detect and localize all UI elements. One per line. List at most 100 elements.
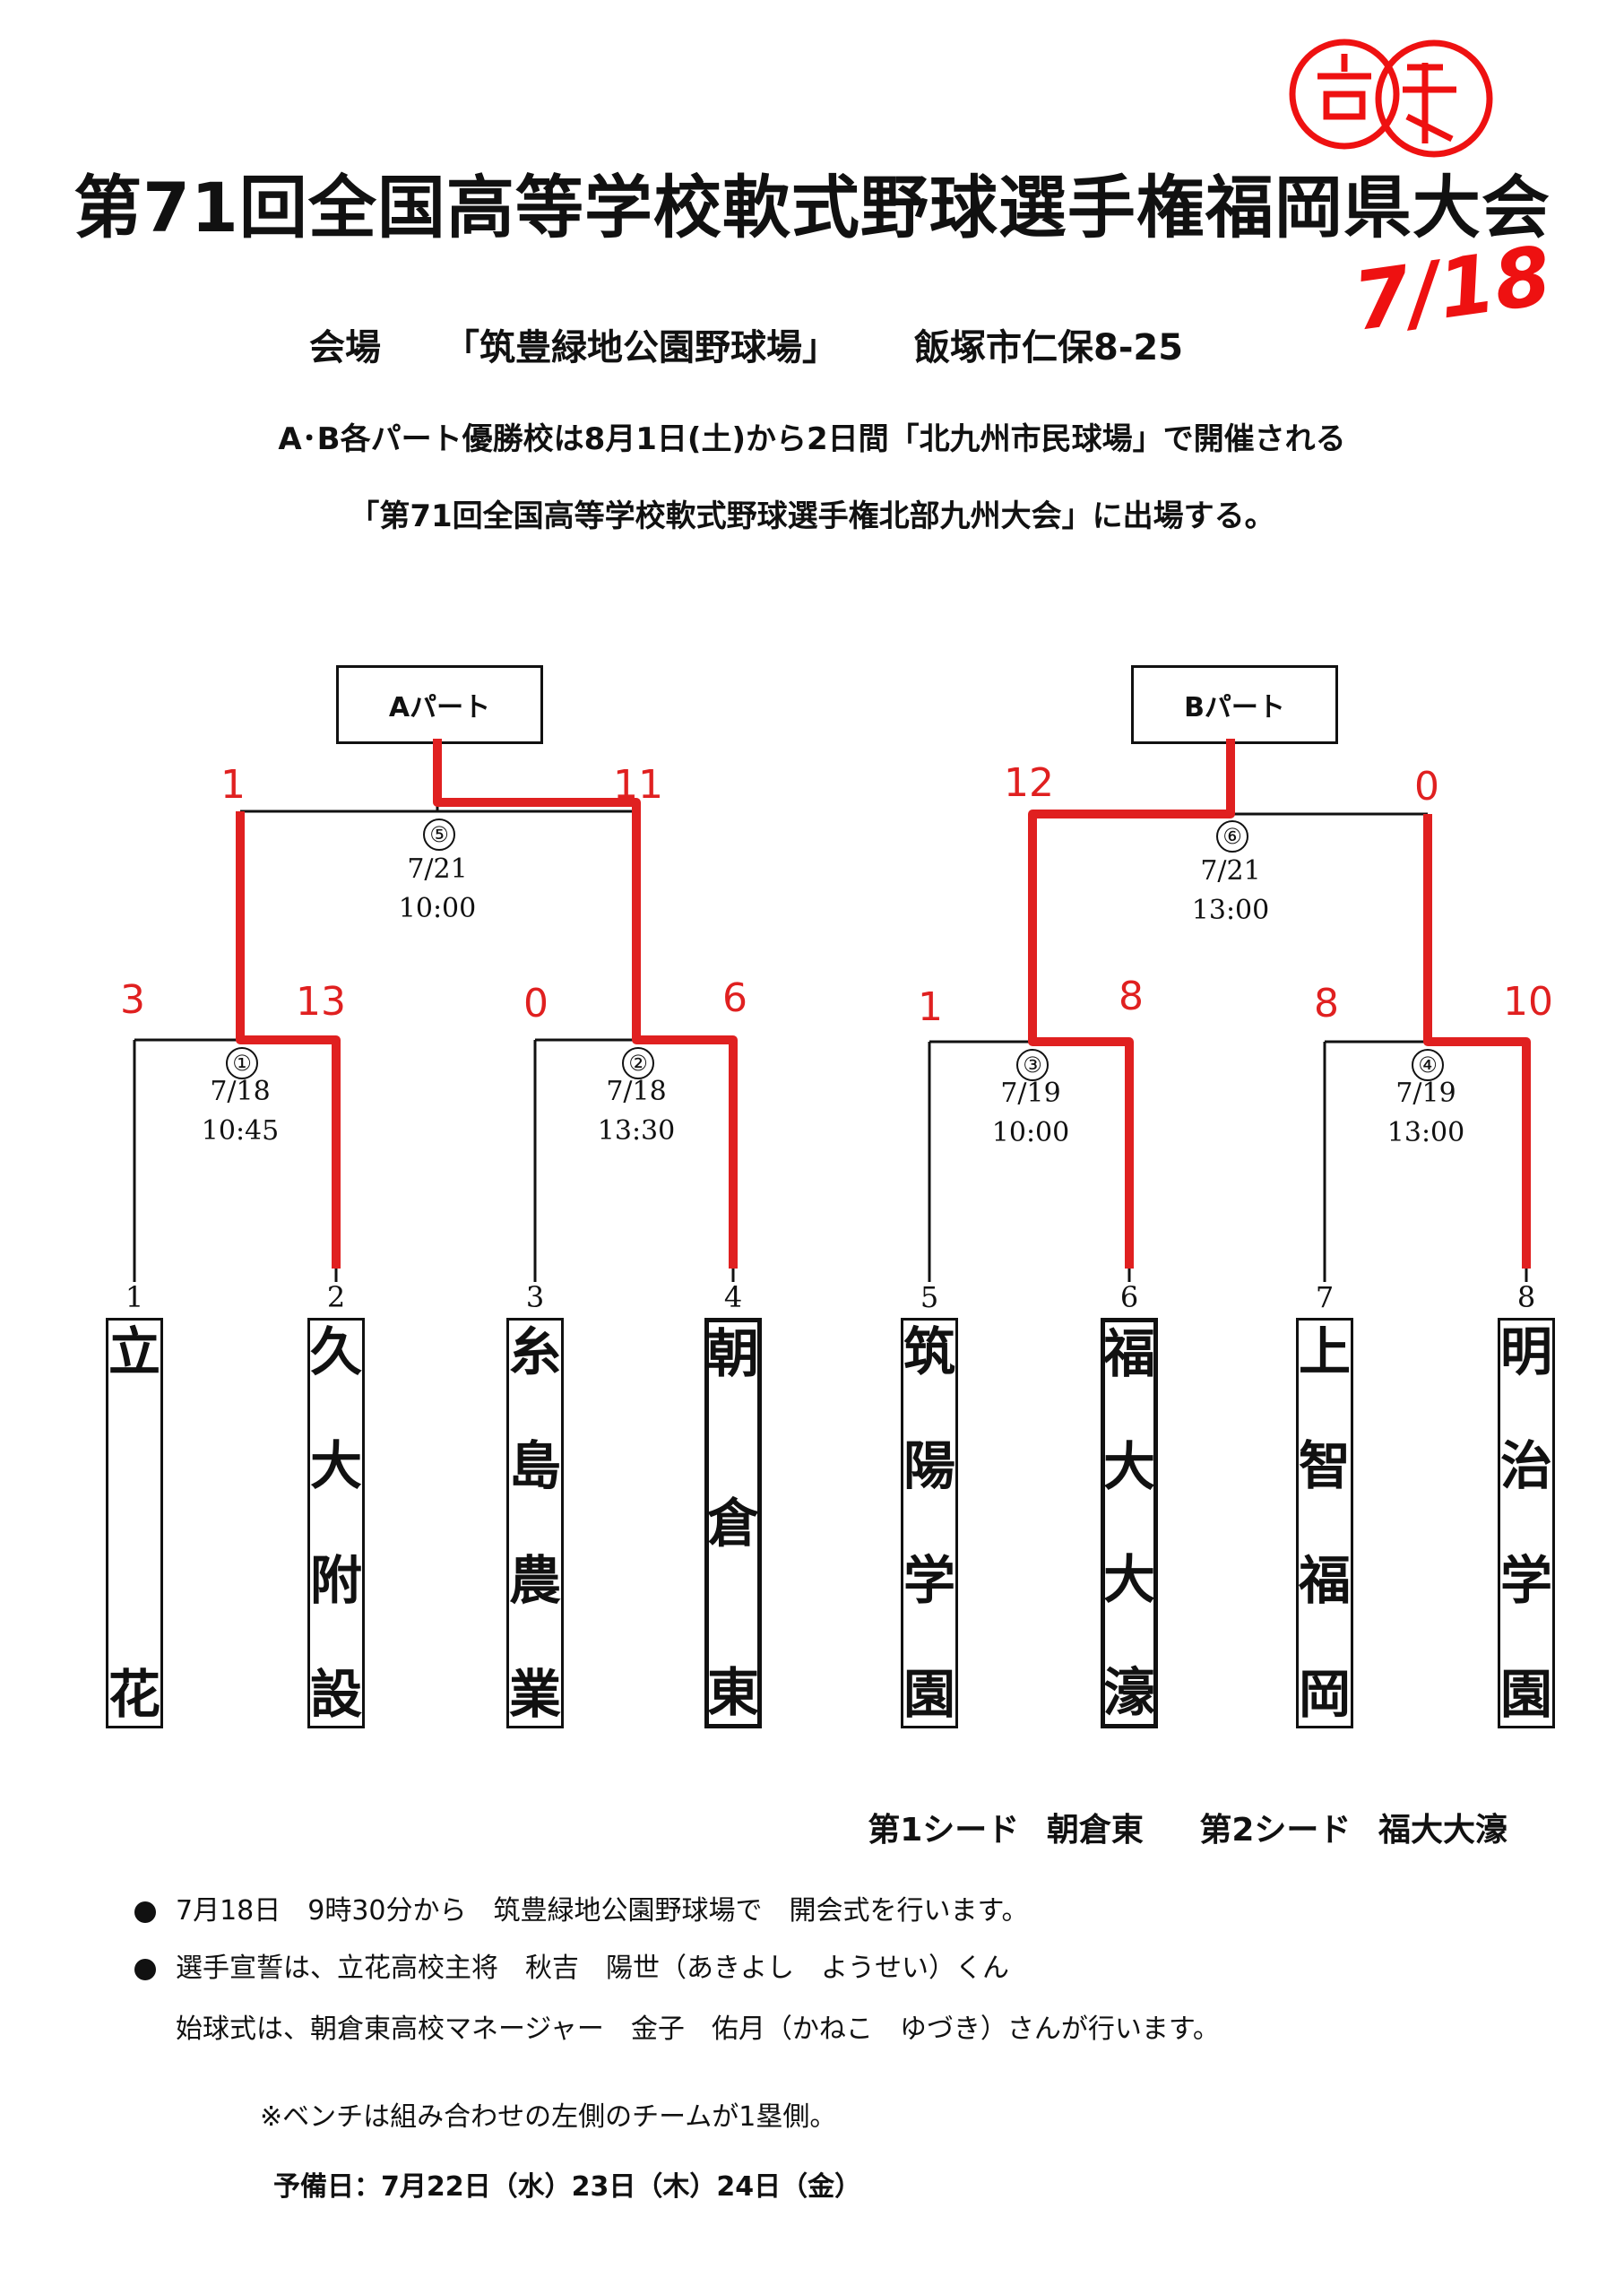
team-8-name: 明治学園 xyxy=(1498,1318,1555,1728)
team-8-char-3: 学 xyxy=(1500,1549,1553,1611)
team-4-name: 朝倉東 xyxy=(704,1318,762,1728)
score-m3-left: 1 xyxy=(918,984,943,1030)
team-4-char-1: 朝 xyxy=(707,1323,760,1384)
team-8-number: 8 xyxy=(1516,1280,1536,1314)
part-a-label: Aパート xyxy=(388,692,491,723)
venue-label: 会場 xyxy=(309,327,381,368)
note-oath-text: 選手宣誓は、立花高校主将 秋吉 陽世（あきよし ようせい）くん xyxy=(176,1953,1009,1984)
match-1-date: 7/18 xyxy=(210,1076,271,1107)
team-6-number: 6 xyxy=(1119,1280,1139,1314)
team-2-char-1: 久 xyxy=(310,1321,363,1382)
match-6-date: 7/21 xyxy=(1200,855,1261,887)
match-5-number: ⑤ xyxy=(423,818,455,851)
team-5-number: 5 xyxy=(920,1280,939,1314)
team-6-char-1: 福 xyxy=(1103,1323,1156,1384)
match-3-date: 7/19 xyxy=(1000,1078,1061,1109)
score-m1-left: 3 xyxy=(120,977,145,1023)
match-2-time: 13:30 xyxy=(597,1115,676,1147)
venue-name: 「筑豊緑地公園野球場」 xyxy=(444,327,838,368)
note-reserve: 予備日：7月22日（水）23日（木）24日（金） xyxy=(273,2171,862,2203)
score-m6-right: 0 xyxy=(1414,764,1439,810)
team-1-number: 1 xyxy=(125,1280,144,1314)
team-1-char-1: 立 xyxy=(108,1321,161,1382)
second-seed-label: 第2シード xyxy=(1199,1812,1352,1849)
match-6-number: ⑥ xyxy=(1216,820,1248,853)
team-6-char-4: 濠 xyxy=(1103,1662,1156,1723)
stamp-mark xyxy=(1289,39,1493,158)
team-8-char-2: 治 xyxy=(1500,1435,1553,1497)
team-7-char-4: 岡 xyxy=(1299,1663,1352,1725)
team-5-char-2: 陽 xyxy=(903,1435,956,1497)
match-1-number: ① xyxy=(226,1047,258,1079)
score-m5-right: 11 xyxy=(613,762,663,808)
team-3-number: 3 xyxy=(525,1280,545,1314)
team-2-char-2: 大 xyxy=(310,1435,363,1497)
team-5-char-4: 園 xyxy=(903,1663,956,1725)
team-7-char-3: 福 xyxy=(1299,1549,1352,1611)
team-1-char-2: 花 xyxy=(108,1664,161,1725)
team-8-char-1: 明 xyxy=(1500,1321,1553,1382)
team-5-char-3: 学 xyxy=(903,1549,956,1611)
team-2-name: 久大附設 xyxy=(307,1318,365,1728)
match-3-number: ③ xyxy=(1016,1049,1049,1081)
match-4-date: 7/19 xyxy=(1395,1078,1456,1109)
winner-path-a xyxy=(236,739,738,1269)
team-3-name: 糸島農業 xyxy=(506,1318,564,1728)
notice-line-2: 「第71回全国高等学校軟式野球選手権北部九州大会」に出場する。 xyxy=(349,498,1275,534)
venue-address: 飯塚市仁保8-25 xyxy=(914,327,1184,368)
score-m5-left: 1 xyxy=(220,762,246,808)
score-m4-right: 10 xyxy=(1503,979,1553,1025)
score-m2-right: 6 xyxy=(722,975,747,1021)
team-1-name: 立花 xyxy=(106,1318,163,1728)
page-title: 第71回全国高等学校軟式野球選手権福岡県大会 xyxy=(73,168,1551,247)
note-first-pitch: 始球式は、朝倉東高校マネージャー 金子 佑月（かねこ ゆづき）さんが行います。 xyxy=(176,2014,1220,2045)
match-4-time: 13:00 xyxy=(1386,1117,1465,1148)
note-bench: ※ベンチは組み合わせの左側のチームが1塁側。 xyxy=(260,2101,837,2133)
part-b-box: Bパート xyxy=(1131,665,1338,744)
match-5-time: 10:00 xyxy=(398,893,477,924)
winner-path-b xyxy=(1028,739,1531,1269)
team-2-number: 2 xyxy=(326,1280,346,1314)
match-2-number: ② xyxy=(622,1047,654,1079)
notice-line-1: A･B各パート優勝校は8月1日(土)から2日間「北九州市民球場」で開催される xyxy=(278,421,1346,457)
match-4-number: ④ xyxy=(1412,1049,1444,1081)
team-5-name: 筑陽学園 xyxy=(901,1318,958,1728)
team-8-char-4: 園 xyxy=(1500,1663,1553,1725)
match-6-info: 7/21 13:00 xyxy=(1141,852,1320,931)
note-oath: 選手宣誓は、立花高校主将 秋吉 陽世（あきよし ようせい）くん xyxy=(134,1945,1009,1985)
match-3-info: 7/19 10:00 xyxy=(941,1074,1120,1153)
team-4-number: 4 xyxy=(723,1280,743,1314)
score-m4-left: 8 xyxy=(1314,981,1339,1026)
second-seed-team: 福大大濠 xyxy=(1378,1812,1507,1849)
seed-summary: 第1シード 朝倉東 第2シード 福大大濠 xyxy=(851,1804,1507,1850)
team-6-char-3: 大 xyxy=(1103,1549,1156,1610)
match-2-date: 7/18 xyxy=(606,1076,667,1107)
match-1-info: 7/18 10:45 xyxy=(151,1072,330,1151)
match-5-date: 7/21 xyxy=(407,853,468,885)
match-1-time: 10:45 xyxy=(201,1115,280,1147)
team-7-char-2: 智 xyxy=(1299,1435,1352,1497)
bullet-icon xyxy=(134,1901,156,1923)
team-2-char-3: 附 xyxy=(310,1549,363,1611)
team-7-name: 上智福岡 xyxy=(1296,1318,1353,1728)
team-6-char-2: 大 xyxy=(1103,1436,1156,1497)
note-opening-text: 7月18日 9時30分から 筑豊緑地公園野球場で 開会式を行います。 xyxy=(176,1895,1029,1927)
match-4-info: 7/19 13:00 xyxy=(1336,1074,1516,1153)
team-4-char-3: 東 xyxy=(707,1662,760,1723)
match-6-time: 13:00 xyxy=(1191,895,1270,926)
team-2-char-4: 設 xyxy=(310,1663,363,1725)
score-m6-left: 12 xyxy=(1004,760,1054,806)
team-3-char-3: 農 xyxy=(509,1549,562,1611)
team-5-char-1: 筑 xyxy=(903,1321,956,1382)
team-3-char-1: 糸 xyxy=(509,1321,562,1382)
team-7-number: 7 xyxy=(1315,1280,1335,1314)
match-5-info: 7/21 10:00 xyxy=(348,850,527,929)
match-2-info: 7/18 13:30 xyxy=(547,1072,726,1151)
bullet-icon xyxy=(134,1958,156,1980)
score-m2-left: 0 xyxy=(523,981,549,1026)
score-m3-right: 8 xyxy=(1119,974,1144,1019)
team-3-char-4: 業 xyxy=(509,1663,562,1725)
first-seed-label: 第1シード xyxy=(868,1812,1020,1849)
match-3-time: 10:00 xyxy=(991,1117,1070,1148)
